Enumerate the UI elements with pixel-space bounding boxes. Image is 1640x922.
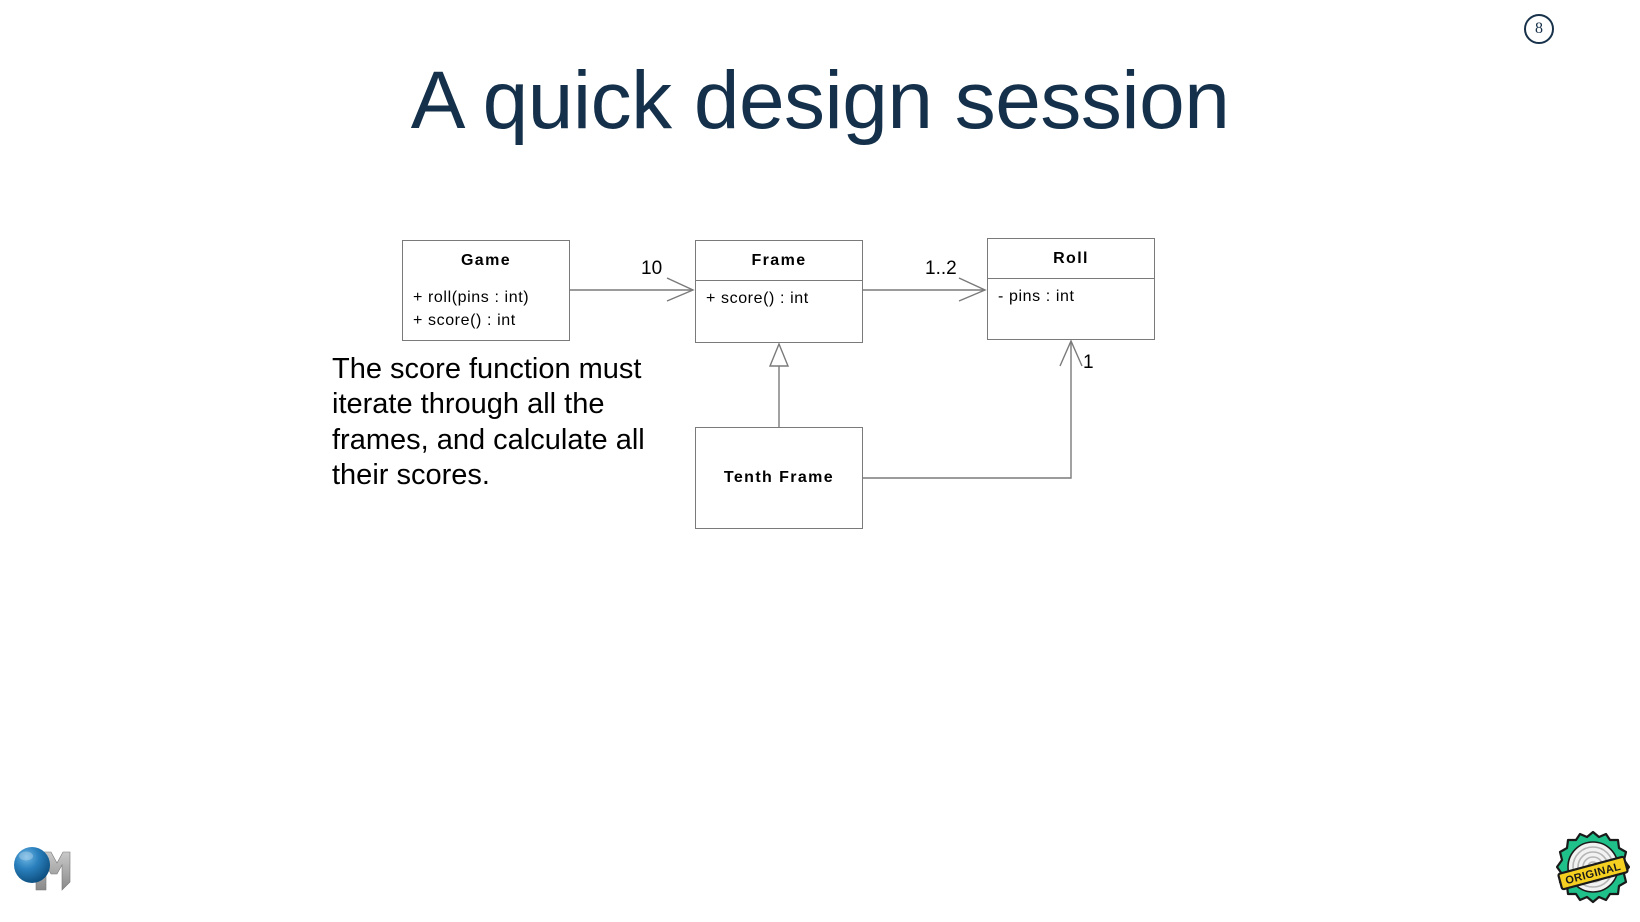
slide-number-text: 8 bbox=[1535, 20, 1543, 37]
connector-game-frame bbox=[570, 277, 695, 302]
uml-class-members: + score() : int bbox=[706, 290, 809, 307]
page-title: A quick design session bbox=[410, 55, 1230, 146]
multiplicity-label-frame-roll: 1..2 bbox=[925, 258, 957, 279]
slide-number-badge: 8 bbox=[1524, 14, 1554, 44]
uml-class-name: Tenth Frame bbox=[723, 469, 835, 486]
uml-class-frame[interactable]: Frame + score() : int bbox=[695, 240, 863, 343]
uml-class-name: Roll bbox=[1053, 250, 1089, 267]
multiplicity-label-game-frame: 10 bbox=[641, 258, 663, 279]
connector-frame-roll bbox=[863, 277, 987, 302]
uml-class-tenth-frame[interactable]: Tenth Frame bbox=[695, 427, 863, 529]
uml-class-roll[interactable]: Roll - pins : int bbox=[987, 238, 1155, 340]
original-seal-badge: ORIGINAL bbox=[1556, 830, 1630, 904]
connector-tenthframe-roll bbox=[863, 339, 1083, 479]
uml-class-name: Frame bbox=[751, 252, 807, 269]
sphere-m-logo bbox=[14, 847, 71, 891]
uml-class-game[interactable]: Game + roll(pins : int) + score() : int bbox=[402, 240, 570, 341]
uml-class-name: Game bbox=[460, 252, 512, 269]
body-paragraph: The score function must iterate through … bbox=[332, 353, 645, 492]
uml-compartment-divider bbox=[988, 278, 1154, 279]
uml-compartment-divider bbox=[696, 280, 862, 281]
uml-class-members: + roll(pins : int) + score() : int bbox=[413, 289, 530, 329]
multiplicity-label-tenthframe-roll: 1 bbox=[1083, 352, 1094, 373]
uml-class-members: - pins : int bbox=[998, 288, 1075, 305]
connector-tenthframe-frame-generalization bbox=[768, 342, 790, 427]
